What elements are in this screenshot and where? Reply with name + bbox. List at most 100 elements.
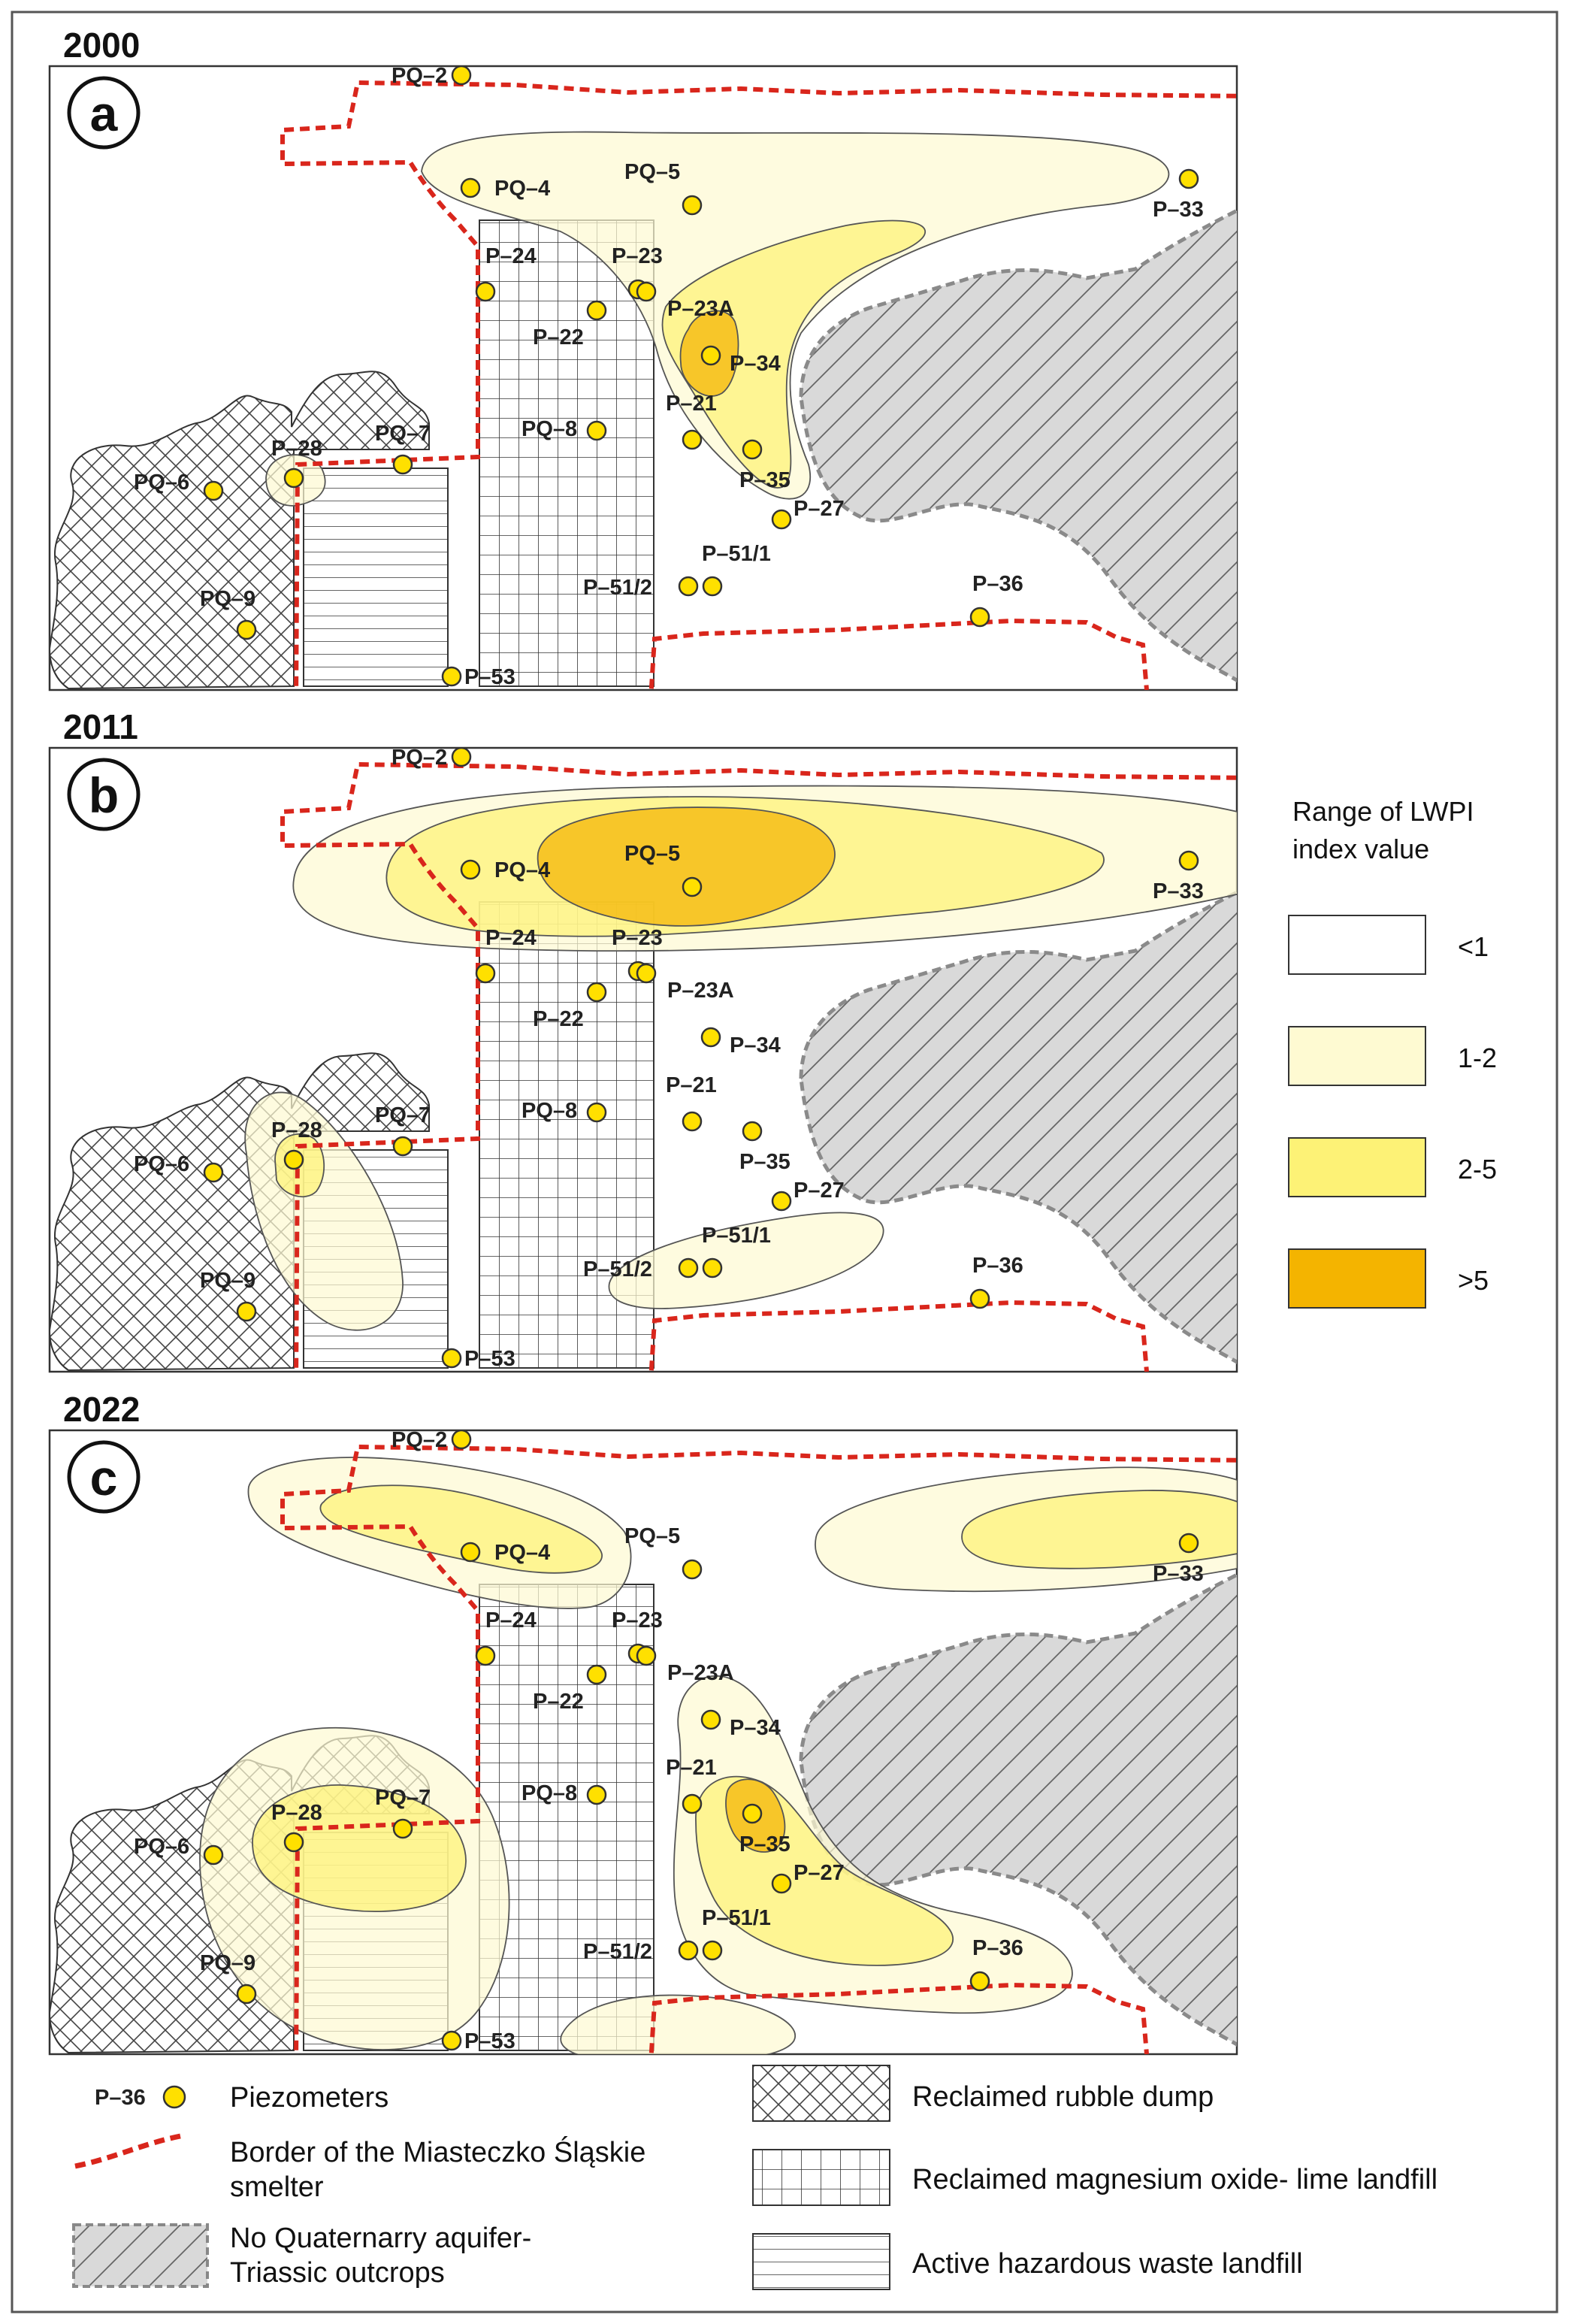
piezometer-point — [636, 963, 657, 984]
piezometer-point — [682, 1793, 703, 1814]
panel-letter-badge — [67, 76, 141, 150]
piezometer-label: P–51/2 — [583, 1940, 652, 1964]
legend-mgo: Reclaimed magnesium oxide- lime landfill — [912, 2164, 1437, 2195]
piezometer-point — [682, 1559, 703, 1580]
piezometer-label: P–24 — [485, 1608, 537, 1633]
piezometer-point — [678, 1940, 699, 1961]
rubble-dump-area — [50, 1052, 430, 1372]
piezometer-label: P–21 — [666, 392, 717, 416]
piezometer-point — [460, 859, 481, 880]
legend-hazardous: Active hazardous waste landfill — [912, 2248, 1303, 2280]
piezometer-label: PQ–4 — [494, 177, 550, 201]
piezometer-label: P–53 — [464, 665, 515, 689]
piezometer-label: P–53 — [464, 2029, 515, 2053]
triassic-outcrop-area — [799, 208, 1237, 682]
piezometer-label: PQ–6 — [134, 471, 189, 495]
legend-piezometer-sample: P–36 — [95, 2086, 146, 2110]
legend-rubble-swatch — [752, 2065, 890, 2122]
piezometer-point — [586, 1102, 607, 1123]
piezometer-point — [203, 1844, 224, 1866]
piezometer-label: P–33 — [1153, 879, 1204, 903]
piezometer-label: PQ–8 — [521, 1099, 577, 1123]
piezometer-point — [771, 1873, 792, 1894]
piezometer-label: P–51/2 — [583, 1257, 652, 1282]
piezometer-point — [451, 748, 472, 767]
piezometer-point — [460, 177, 481, 198]
range-label-lt1: <1 — [1458, 931, 1489, 962]
piezometer-label: P–23 — [612, 1608, 663, 1633]
range-legend: Range of LWPI index value <1 1-2 2-5 >5 — [1288, 796, 1497, 1309]
piezometer-point — [636, 281, 657, 302]
piezometer-label: P–27 — [794, 1179, 845, 1203]
piezometer-point — [682, 429, 703, 450]
lwpi-zone — [560, 1994, 796, 2054]
legend-piezometers: Piezometers — [230, 2082, 388, 2114]
piezometer-point — [392, 1136, 413, 1157]
piezometer-point — [203, 480, 224, 501]
piezometer-point — [700, 1709, 721, 1730]
piezometer-label: PQ–8 — [521, 1781, 577, 1805]
piezometer-point — [702, 1940, 723, 1961]
panel-letter-badge — [67, 758, 141, 831]
legend-rubble: Reclaimed rubble dump — [912, 2081, 1214, 2113]
piezometer-point — [586, 982, 607, 1003]
piezometer-label: P–51/2 — [583, 576, 652, 600]
piezometer-label: PQ–5 — [624, 1524, 680, 1548]
range-label-1-2: 1-2 — [1458, 1042, 1497, 1073]
piezometer-point — [475, 1645, 496, 1666]
piezometer-label: P–28 — [271, 437, 322, 461]
piezometer-label: P–27 — [794, 497, 845, 521]
piezometer-label: PQ–7 — [375, 422, 431, 446]
piezometer-label: P–22 — [533, 1690, 584, 1714]
piezometer-label: P–23A — [667, 297, 734, 321]
panel-letter: a — [90, 86, 119, 141]
piezometer-point — [702, 576, 723, 597]
piezometer-label: PQ–5 — [624, 842, 680, 866]
piezometer-label: P–35 — [739, 1150, 791, 1174]
range-label-2-5: 2-5 — [1458, 1154, 1497, 1185]
piezometer-label: PQ–8 — [521, 417, 577, 441]
piezometer-point — [392, 1818, 413, 1839]
range-swatch-lt1 — [1288, 915, 1426, 975]
piezometer-label: PQ–4 — [494, 858, 550, 882]
piezometer-label: P–21 — [666, 1073, 717, 1097]
piezometer-point — [441, 1348, 462, 1369]
legend-no-aquifer: No Quaternarry aquifer- — [230, 2223, 531, 2254]
piezometer-label: P–33 — [1153, 1562, 1204, 1586]
piezometer-point — [771, 509, 792, 530]
piezometer-point — [283, 1149, 304, 1170]
piezometer-point — [742, 439, 763, 460]
legend-border: Border of the Miasteczko Śląskie — [230, 2135, 645, 2168]
piezometer-point — [460, 1542, 481, 1563]
piezometer-label: P–23 — [612, 926, 663, 950]
piezometer-point — [283, 1832, 304, 1853]
piezometer-point — [678, 1257, 699, 1279]
range-swatch-gt5 — [1288, 1248, 1426, 1309]
legend: P–36 Piezometers Border of the Miasteczk… — [72, 2065, 1437, 2290]
legend-no-aquifer-2: Triassic outcrops — [230, 2257, 445, 2289]
piezometer-point — [441, 666, 462, 687]
piezometer-point — [392, 454, 413, 475]
piezometer-label: P–24 — [485, 926, 537, 950]
piezometer-label: P–23A — [667, 979, 734, 1003]
piezometer-label: P–34 — [730, 352, 781, 376]
lwpi-zone — [608, 1212, 884, 1309]
piezometer-label: P–35 — [739, 468, 791, 492]
piezometer-label: PQ–7 — [375, 1103, 431, 1127]
piezometer-point — [236, 1301, 257, 1322]
triassic-outcrop-area — [799, 890, 1237, 1364]
piezometer-point — [203, 1162, 224, 1183]
piezometer-point — [441, 2030, 462, 2051]
piezometer-point — [969, 607, 990, 628]
range-swatch-2-5 — [1288, 1137, 1426, 1197]
legend-mgo-swatch — [752, 2149, 890, 2206]
piezometer-label: PQ–2 — [391, 746, 447, 770]
piezometer-label: PQ–9 — [200, 1951, 255, 1975]
piezometer-label: PQ–6 — [134, 1835, 189, 1859]
figure-frame — [11, 11, 1558, 2313]
piezometer-point — [969, 1971, 990, 1992]
range-legend-title-2: index value — [1292, 834, 1429, 864]
panel-year: 2000 — [63, 26, 140, 65]
